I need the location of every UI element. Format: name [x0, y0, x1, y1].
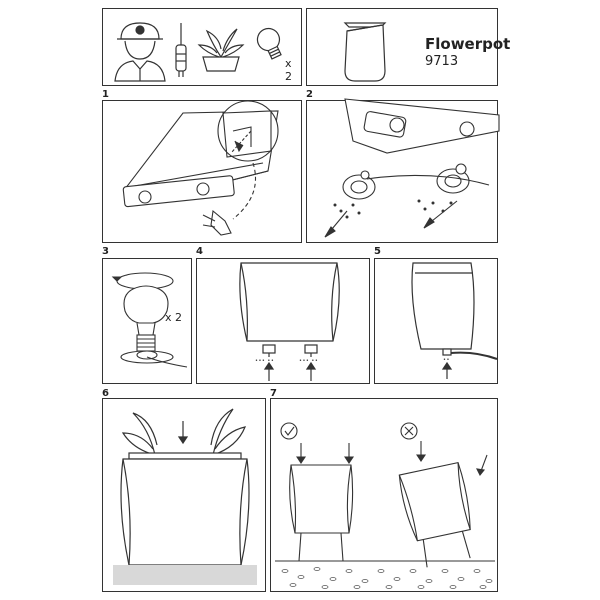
- step-4-label-right: ••• ••: [299, 358, 319, 364]
- light-bulb-icon: [256, 27, 282, 60]
- step-number-5: 5: [374, 246, 381, 257]
- tools-quantity: x 2: [285, 57, 292, 83]
- plant-icon: [121, 408, 246, 456]
- step-4-panel: ••• •• ••• ••: [196, 258, 370, 384]
- cross-icon: [400, 422, 418, 440]
- step-2-illustration: [324, 98, 500, 238]
- step-5-label: ••: [443, 357, 450, 363]
- step-6-panel: [102, 398, 266, 592]
- product-header-panel: Flowerpot 9713: [306, 8, 510, 86]
- step-7-panel: [270, 398, 498, 592]
- step-3-illustration: [111, 272, 188, 368]
- product-code: 9713: [425, 54, 459, 69]
- step-6-illustration: [113, 408, 257, 585]
- product-title: Flowerpot: [425, 35, 511, 53]
- step-number-2: 2: [306, 89, 313, 100]
- step-number-3: 3: [102, 246, 109, 257]
- step-4-illustration: [239, 262, 340, 381]
- step-number-4: 4: [196, 246, 203, 257]
- step-1-panel: [102, 100, 302, 243]
- step-number-6: 6: [102, 388, 109, 399]
- ground-gravel: [281, 567, 493, 589]
- floor-surface: [113, 565, 257, 585]
- step-5-panel: ••: [374, 258, 498, 384]
- step-4-label-left: ••• ••: [255, 358, 275, 364]
- step-5-illustration: [411, 262, 498, 379]
- step-2-panel: [306, 98, 500, 243]
- step-3-quantity: x 2: [165, 311, 183, 324]
- screwdriver-icon: [175, 23, 187, 77]
- plant-icon: [197, 28, 245, 72]
- check-icon: [280, 422, 298, 440]
- tools-illustration: [114, 22, 282, 82]
- step-number-1: 1: [102, 89, 109, 100]
- step-7-illustration: [275, 422, 495, 589]
- installer-person-icon: [114, 22, 166, 82]
- step-1-illustration: [122, 100, 279, 236]
- step-number-7: 7: [270, 388, 277, 399]
- step-3-panel: x 2: [102, 258, 192, 384]
- tools-panel: x 2: [102, 8, 302, 86]
- flowerpot-icon: [343, 22, 387, 82]
